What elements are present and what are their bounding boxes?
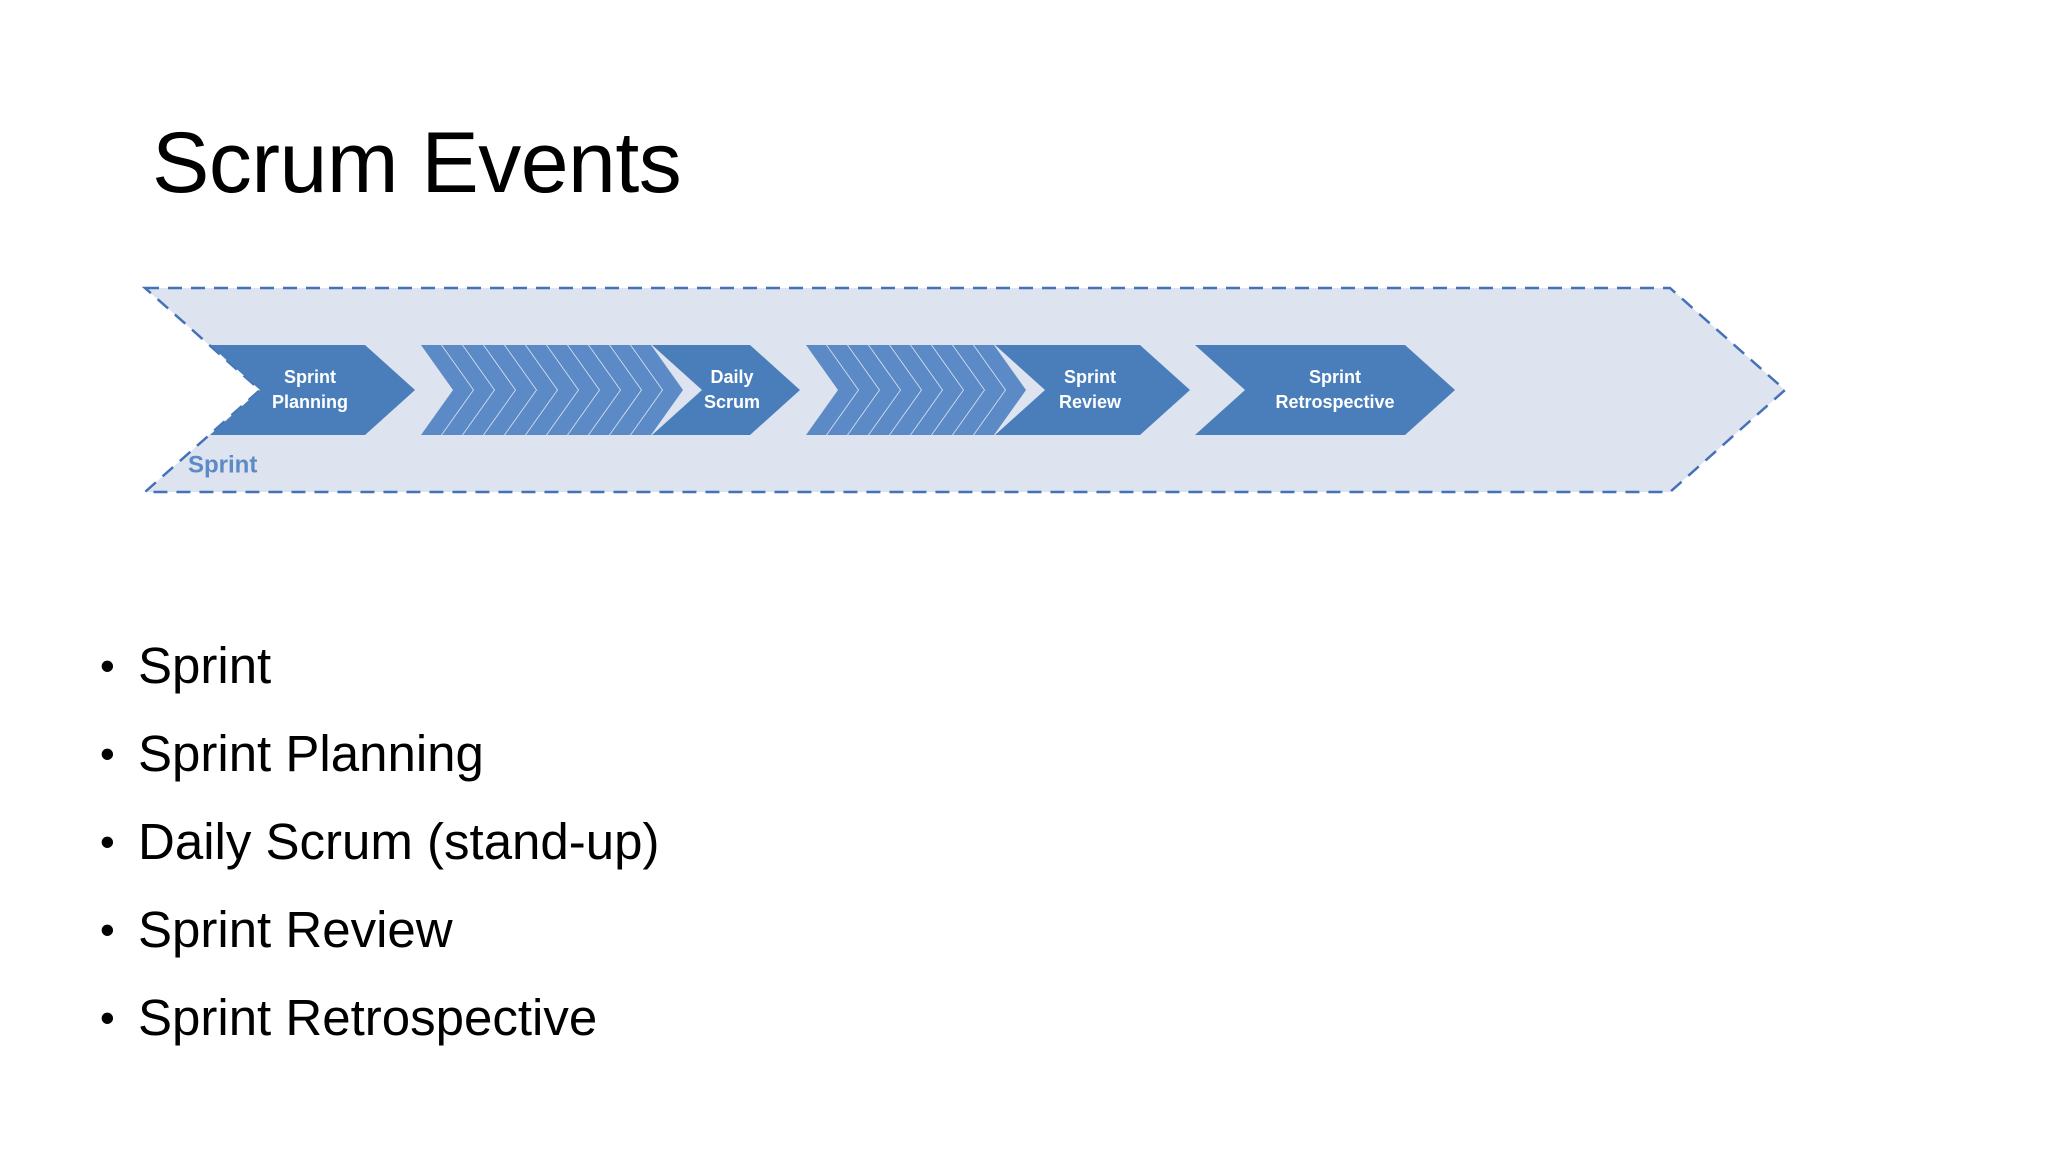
bullet-text: Daily Scrum (stand-up)	[138, 813, 660, 870]
page-title: Scrum Events	[152, 115, 682, 211]
bullet-text: Sprint	[138, 637, 272, 694]
daily-scrum-chevron-shape	[652, 345, 800, 435]
bullet-marker-icon: •	[100, 818, 115, 865]
connector-1-arrow-pattern	[421, 345, 683, 435]
sprint-planning-label-line2: Planning	[272, 392, 348, 412]
bullet-text: Sprint Review	[138, 901, 453, 958]
step-sprint-planning[interactable]: Sprint Planning	[210, 345, 415, 435]
list-item: • Sprint Review	[92, 886, 1492, 974]
list-item: • Daily Scrum (stand-up)	[92, 798, 1492, 886]
bullet-marker-icon: •	[100, 730, 115, 777]
list-item: • Sprint Planning	[92, 710, 1492, 798]
connector-2-arrow-pattern	[806, 345, 1026, 435]
sprint-retrospective-label-line2: Retrospective	[1275, 392, 1394, 412]
diagram-svg: Sprint Sprint Planning	[141, 286, 1787, 494]
bullet-marker-icon: •	[100, 642, 115, 689]
sprint-review-label-line2: Review	[1059, 392, 1122, 412]
sprint-review-label-line1: Sprint	[1064, 367, 1116, 387]
list-item: • Sprint	[92, 622, 1492, 710]
daily-scrum-label-line1: Daily	[710, 367, 753, 387]
daily-scrum-label-line2: Scrum	[704, 392, 760, 412]
sprint-retrospective-label-line1: Sprint	[1309, 367, 1361, 387]
step-daily-scrum[interactable]: Daily Scrum	[652, 345, 800, 435]
sprint-planning-chevron-shape	[210, 345, 415, 435]
list-item: • Sprint Retrospective	[92, 974, 1492, 1062]
bullet-text: Sprint Retrospective	[138, 989, 598, 1046]
bullet-marker-icon: •	[100, 994, 115, 1041]
bullet-marker-icon: •	[100, 906, 115, 953]
step-sprint-retrospective[interactable]: Sprint Retrospective	[1195, 345, 1455, 435]
sprint-container-caption: Sprint	[188, 451, 257, 478]
scrum-events-bullet-list: • Sprint • Sprint Planning • Daily Scrum…	[92, 622, 1492, 1062]
bullet-text: Sprint Planning	[138, 725, 484, 782]
sprint-review-chevron-shape	[995, 345, 1190, 435]
sprint-retrospective-chevron-shape	[1195, 345, 1455, 435]
step-sprint-review[interactable]: Sprint Review	[995, 345, 1190, 435]
sprint-planning-label-line1: Sprint	[284, 367, 336, 387]
scrum-events-diagram[interactable]: Sprint Sprint Planning	[140, 278, 1800, 503]
